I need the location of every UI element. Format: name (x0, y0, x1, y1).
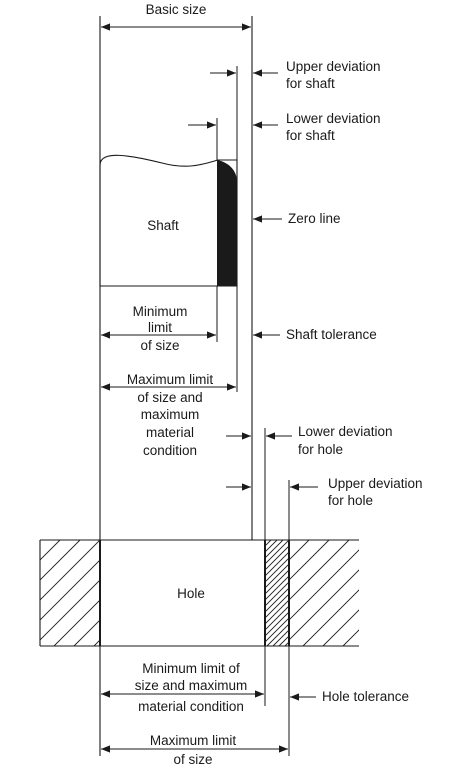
upper-dev-shaft-label-2: for shaft (286, 76, 335, 91)
hatch-line (265, 540, 289, 565)
hatch-line (265, 581, 289, 607)
max-limit-label-5: condition (143, 443, 197, 458)
upper-dev-shaft-label-1: Upper deviation (286, 59, 381, 74)
hatch-line (40, 540, 100, 601)
hatch-line (302, 589, 359, 646)
hatch-line (315, 540, 421, 646)
hatch-line (40, 559, 100, 621)
hatch-line (40, 540, 41, 541)
hatch-line (291, 540, 397, 646)
hatch-line (265, 545, 289, 571)
lower-dev-shaft-label-2: for shaft (286, 128, 335, 143)
hatch-line (265, 605, 289, 631)
hole-block-right-hatch (289, 540, 460, 646)
max-limit-label-3: maximum (141, 407, 200, 422)
min-limit-label-1: Minimum (133, 304, 188, 319)
hatch-line (40, 579, 100, 641)
hatch-line (289, 549, 359, 621)
hatch-line (309, 540, 415, 646)
hatch-line (284, 641, 289, 646)
hatch-line (40, 540, 61, 561)
hatch-line (403, 540, 460, 646)
shaft-label: Shaft (147, 218, 179, 233)
hatch-line (381, 540, 460, 646)
hatch-line (342, 629, 359, 646)
lower-dev-hole-label-2: for hole (298, 442, 343, 457)
hole-min-label-3: material condition (138, 699, 244, 714)
hatch-line (154, 540, 260, 646)
hatch-line (53, 599, 100, 646)
shaft-tolerance-label: Shaft tolerance (286, 327, 377, 342)
hatch-line (333, 540, 439, 646)
hatch-line (265, 575, 289, 601)
hatch-line (289, 540, 310, 561)
hatch-line (383, 540, 460, 646)
min-limit-label-3: of size (140, 338, 179, 353)
hatch-line (357, 540, 460, 646)
hole-max-label-2: of size (173, 752, 212, 767)
hatch-line (393, 540, 460, 646)
lower-dev-hole-label-1: Lower deviation (298, 424, 393, 439)
hatch-line (387, 540, 460, 646)
shaft-tolerance-zone (217, 160, 237, 286)
hatch-line (265, 563, 289, 589)
upper-dev-hole-label-1: Upper deviation (328, 476, 423, 491)
hatch-line (265, 551, 289, 577)
max-limit-label-1: Maximum limit (127, 372, 213, 387)
hatch-line (351, 540, 457, 646)
max-limit-label-4: material (146, 425, 194, 440)
basic-size-label: Basic size (146, 2, 207, 17)
hatch-line (369, 540, 460, 646)
hole-block-left-hatch (40, 540, 260, 646)
hatch-line (265, 617, 289, 643)
hole-tolerance-label: Hole tolerance (322, 689, 409, 704)
hatch-line (40, 540, 81, 581)
hatch-line (327, 540, 433, 646)
hatch-line (73, 619, 100, 646)
min-limit-label-2: limit (148, 320, 172, 335)
hatch-line (289, 540, 330, 581)
hatch-line (375, 540, 460, 646)
hatch-line (265, 611, 289, 637)
hatch-line (321, 540, 427, 646)
hatch-line (289, 540, 350, 601)
hatch-line (363, 540, 460, 646)
hole-label: Hole (177, 586, 205, 601)
zero-line-label: Zero line (288, 211, 341, 226)
max-limit-label-2: of size and (137, 390, 202, 405)
hatch-line (265, 557, 289, 583)
hole-min-label-1: Minimum limit of (142, 661, 240, 676)
hatch-line (423, 540, 460, 646)
hatch-line (289, 569, 359, 641)
upper-dev-hole-label-2: for hole (328, 493, 373, 508)
hole-max-label-1: Maximum limit (150, 733, 236, 748)
hatch-line (339, 540, 445, 646)
hatch-line (265, 540, 266, 541)
hatch-line (265, 587, 289, 613)
hole-min-label-2: size and maximum (135, 678, 248, 693)
hatch-line (266, 623, 289, 646)
hatch-line (443, 540, 460, 646)
hatch-line (363, 540, 460, 646)
shaft-outline (99, 154, 238, 287)
lower-dev-shaft-label-1: Lower deviation (286, 111, 381, 126)
hatch-line (345, 540, 451, 646)
hatch-line (278, 635, 289, 646)
hatch-line (322, 609, 359, 646)
